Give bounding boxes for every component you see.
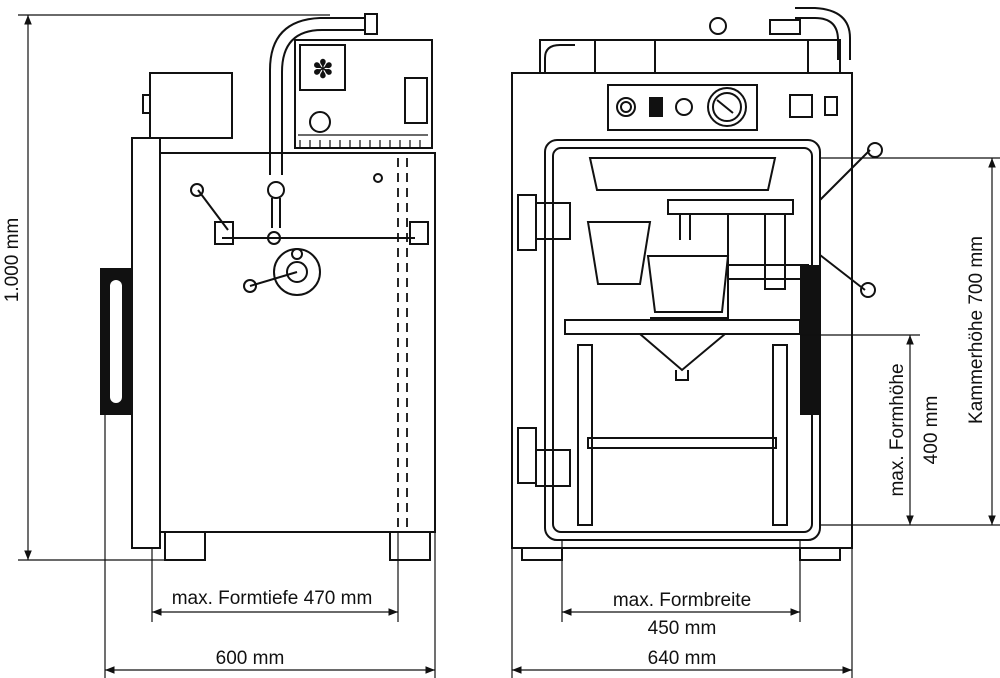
chamber-seal	[800, 265, 820, 415]
form-width-value: 450 mm	[648, 618, 717, 639]
shelf	[564, 319, 801, 335]
lever	[197, 189, 229, 231]
vacuum-pump	[294, 39, 433, 149]
form-depth-label: max. Formtiefe 470 mm	[172, 588, 373, 609]
side-top-box	[149, 72, 233, 139]
front-width-label: 640 mm	[648, 648, 717, 669]
total-height-label: 1.000 mm	[2, 218, 23, 302]
form-height-value: 400 mm	[921, 396, 942, 465]
front-dimensions: max. Formbreite 450 mm 640 mm Kammerhöhe…	[511, 157, 1000, 678]
hose	[269, 17, 365, 175]
pressure-gauge	[707, 87, 747, 127]
mold-container	[646, 255, 730, 313]
side-view: ✽	[100, 13, 436, 561]
front-body	[511, 72, 853, 549]
side-door-panel	[131, 137, 161, 549]
mixing-cup	[586, 221, 652, 285]
side-width-label: 600 mm	[216, 648, 285, 669]
form-height-label: max. Formhöhe	[887, 363, 908, 496]
side-body	[159, 152, 436, 533]
control-panel	[607, 84, 758, 131]
form-width-label: max. Formbreite	[613, 590, 751, 611]
chamber-height-label: Kammerhöhe 700 mm	[966, 236, 987, 424]
front-view	[511, 7, 883, 561]
svg-text:✽: ✽	[312, 54, 334, 84]
side-dimensions: 1.000 mm max. Formtiefe 470 mm 600 mm	[2, 14, 436, 678]
